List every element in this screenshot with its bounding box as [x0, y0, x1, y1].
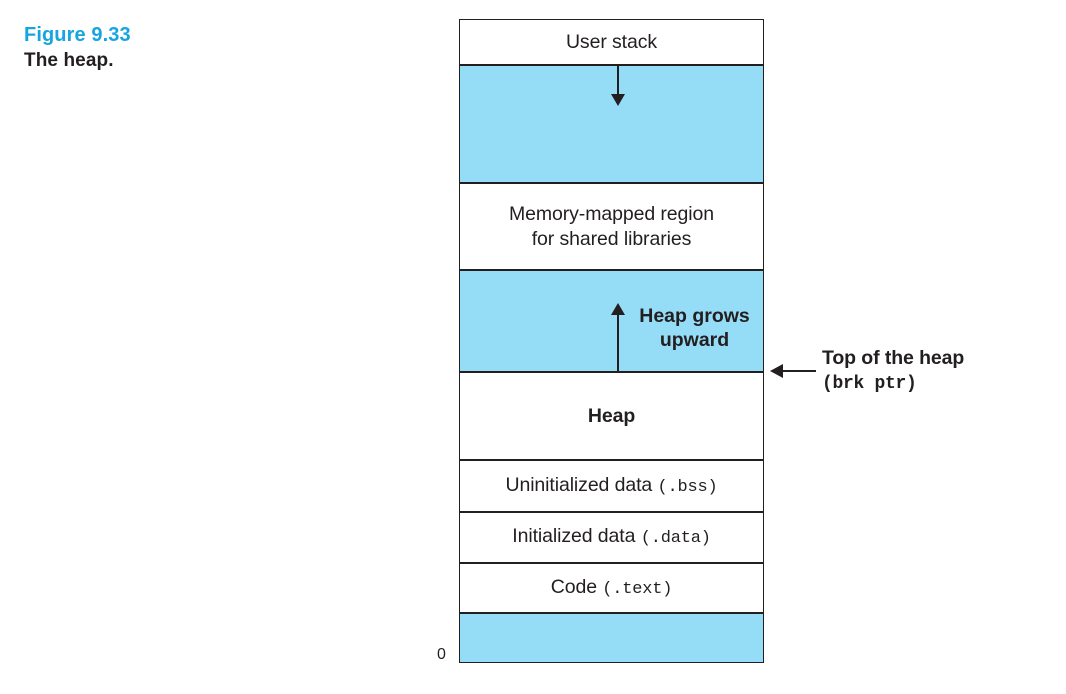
user-stack-label: User stack — [565, 30, 658, 53]
memory-region-memory-mapped: Memory-mapped region for shared librarie… — [459, 183, 764, 270]
data-section-name: (.data) — [640, 529, 711, 548]
heap-grows-upward-label: Heap grows upward — [639, 305, 750, 351]
memory-region-code: Code (.text) — [459, 563, 764, 613]
memory-region-data: Initialized data (.data) — [459, 512, 764, 563]
brk-annotation-line-1: Top of the heap — [822, 347, 965, 369]
figure-number: Figure 9.33 — [24, 24, 131, 46]
memory-layout-diagram: User stack Memory-mapped region for shar… — [459, 19, 764, 663]
memory-region-stack-gap — [459, 65, 764, 183]
brk-annotation-line-2: (brk ptr) — [822, 374, 917, 394]
zero-address-marker: 0 — [437, 646, 446, 663]
code-label: Code (.text) — [551, 575, 673, 602]
memory-region-heap-gap: Heap grows upward — [459, 270, 764, 373]
memory-mapped-label: Memory-mapped region for shared librarie… — [508, 202, 714, 250]
heap-grows-up-arrow-icon — [611, 303, 625, 373]
figure-title: The heap. — [24, 50, 114, 71]
memory-region-heap: Heap — [459, 372, 764, 460]
memory-region-user-stack: User stack — [459, 19, 764, 65]
brk-annotation-text: Top of the heap (brk ptr) — [822, 345, 1052, 397]
brk-pointer-arrow-icon — [770, 364, 816, 378]
bss-label: Uninitialized data (.bss) — [505, 473, 717, 500]
bss-label-text: Uninitialized data — [505, 473, 658, 496]
code-section-name: (.text) — [602, 579, 673, 599]
data-label: Initialized data (.data) — [512, 524, 711, 551]
stack-grows-down-arrow-icon — [611, 66, 625, 106]
data-label-text: Initialized data — [512, 525, 641, 547]
memory-region-reserved — [459, 613, 764, 663]
bss-section-name: (.bss) — [657, 477, 718, 497]
figure-caption: Figure 9.33 The heap. — [24, 22, 354, 74]
heap-label: Heap — [587, 404, 636, 427]
code-label-text: Code — [550, 575, 603, 598]
memory-region-bss: Uninitialized data (.bss) — [459, 460, 764, 512]
